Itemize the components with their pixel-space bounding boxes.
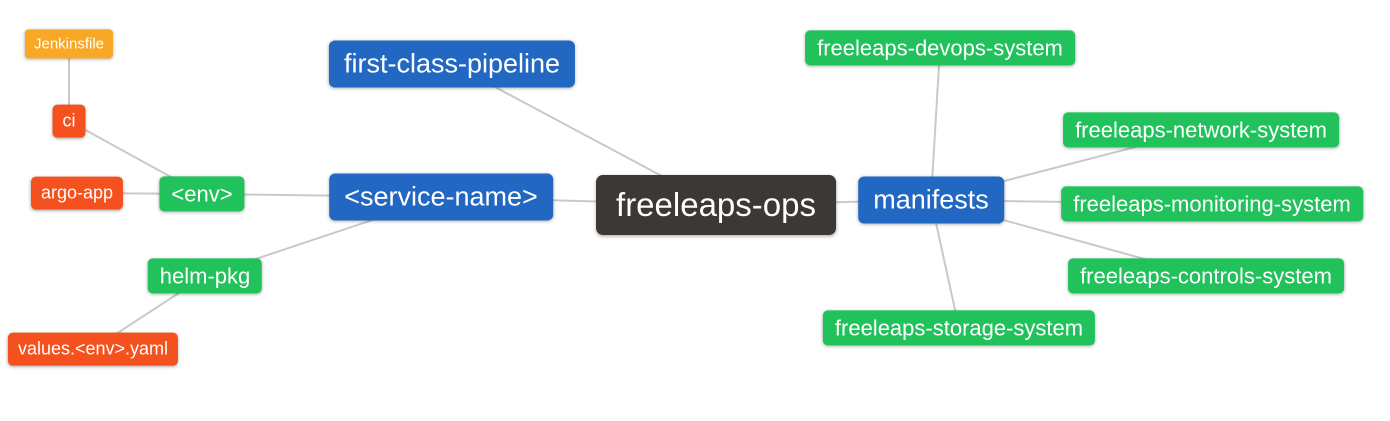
edge-manifests-freeleaps-devops-system xyxy=(930,47,941,201)
node-freeleaps-storage-system[interactable]: freeleaps-storage-system xyxy=(822,310,1096,346)
node-manifests[interactable]: manifests xyxy=(858,176,1004,224)
node-jenkinsfile[interactable]: Jenkinsfile xyxy=(24,29,114,59)
node-freeleaps-monitoring-system[interactable]: freeleaps-monitoring-system xyxy=(1061,186,1363,222)
node-freeleaps-devops-system[interactable]: freeleaps-devops-system xyxy=(805,30,1075,66)
node-helm-pkg[interactable]: helm-pkg xyxy=(147,258,263,294)
node-first-class-pipeline[interactable]: first-class-pipeline xyxy=(328,40,576,88)
node-argo-app[interactable]: argo-app xyxy=(30,176,124,210)
node-ci[interactable]: ci xyxy=(52,104,86,138)
node-values-env-yaml[interactable]: values.<env>.yaml xyxy=(7,332,179,366)
node-service-name[interactable]: <service-name> xyxy=(329,173,553,221)
node-freeleaps-controls-system[interactable]: freeleaps-controls-system xyxy=(1068,258,1344,294)
node-env[interactable]: <env> xyxy=(159,176,245,212)
node-freeleaps-ops[interactable]: freeleaps-ops xyxy=(596,175,836,235)
node-freeleaps-network-system[interactable]: freeleaps-network-system xyxy=(1063,112,1339,148)
